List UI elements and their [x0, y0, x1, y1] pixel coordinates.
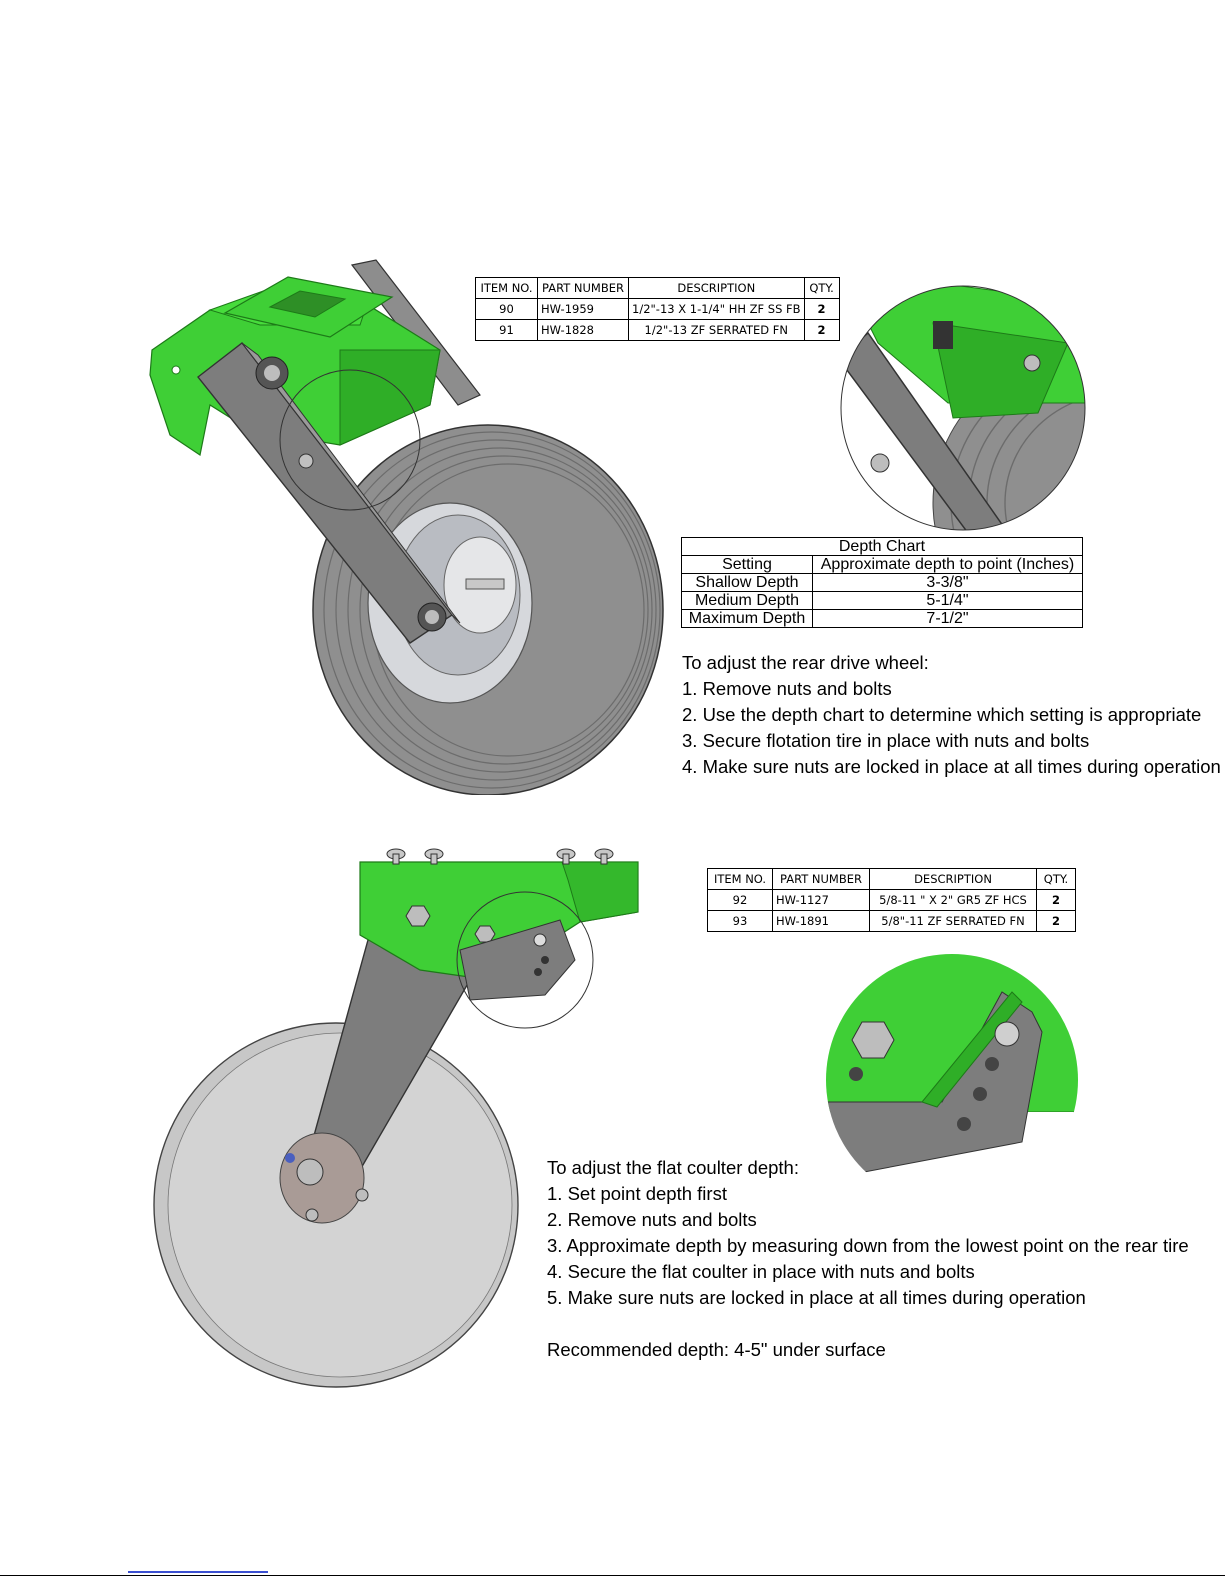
bom-table-bottom: ITEM NO. PART NUMBER DESCRIPTION QTY. 92… [707, 868, 1076, 932]
bom-table-top: ITEM NO. PART NUMBER DESCRIPTION QTY. 90… [475, 277, 840, 341]
detail-circle [279, 369, 421, 511]
table-row: 90 HW-1959 1/2"-13 X 1-1/4" HH ZF SS FB … [475, 298, 840, 320]
part-number: HW-1959 [537, 298, 629, 320]
instruction-step: 4. Secure the flat coulter in place with… [547, 1261, 975, 1282]
table-row: 93 HW-1891 5/8"-11 ZF SERRATED FN 2 [707, 910, 1076, 932]
instruction-step: 1. Remove nuts and bolts [682, 678, 892, 699]
part-number: HW-1828 [537, 319, 629, 341]
coulter-instructions: To adjust the flat coulter depth: 1. Set… [547, 1155, 1189, 1363]
description: 1/2"-13 ZF SERRATED FN [628, 319, 805, 341]
description: 1/2"-13 X 1-1/4" HH ZF SS FB [628, 298, 805, 320]
header-approx-depth: Approximate depth to point (Inches) [812, 555, 1083, 574]
table-row: Shallow Depth 3-3/8" [681, 573, 1083, 592]
instructions-heading: To adjust the flat coulter depth: [547, 1157, 799, 1178]
instruction-step: 5. Make sure nuts are locked in place at… [547, 1287, 1086, 1308]
recommended-depth: Recommended depth: 4-5" under surface [547, 1339, 886, 1360]
item-no: 90 [475, 298, 538, 320]
depth: 3-3/8" [812, 573, 1083, 592]
footer-divider [0, 1575, 1225, 1576]
instruction-step: 1. Set point depth first [547, 1183, 727, 1204]
item-no: 93 [707, 910, 773, 932]
description: 5/8-11 " X 2" GR5 ZF HCS [869, 889, 1037, 911]
item-no: 91 [475, 319, 538, 341]
header-description: DESCRIPTION [628, 277, 805, 299]
depth-chart-header-row: Setting Approximate depth to point (Inch… [681, 555, 1083, 574]
rear-wheel-illustration [149, 259, 664, 795]
header-item-no: ITEM NO. [707, 868, 773, 890]
instruction-step: 3. Approximate depth by measuring down f… [547, 1235, 1189, 1256]
table-row: Maximum Depth 7-1/2" [681, 609, 1083, 628]
hex-bolt [851, 1021, 895, 1059]
header-item-no: ITEM NO. [475, 277, 538, 299]
header-qty: QTY. [803, 277, 840, 299]
qty: 2 [1036, 910, 1076, 932]
header-setting: Setting [681, 555, 813, 574]
header-qty: QTY. [1036, 868, 1076, 890]
depth-chart-table: Depth Chart Setting Approximate depth to… [681, 537, 1083, 628]
rear-wheel-instructions: To adjust the rear drive wheel: 1. Remov… [682, 650, 1221, 780]
depth-chart-title: Depth Chart [681, 537, 1083, 556]
instruction-step: 3. Secure flotation tire in place with n… [682, 730, 1090, 751]
bom-header-row: ITEM NO. PART NUMBER DESCRIPTION QTY. [475, 277, 840, 299]
table-row: 92 HW-1127 5/8-11 " X 2" GR5 ZF HCS 2 [707, 889, 1076, 911]
item-no: 92 [707, 889, 773, 911]
carriage-bolts [386, 848, 614, 865]
rear-wheel-detail-view [840, 285, 1086, 531]
adjust-bolt [298, 453, 314, 469]
bom-header-row: ITEM NO. PART NUMBER DESCRIPTION QTY. [707, 868, 1076, 890]
coulter-illustration [153, 848, 639, 1388]
table-row: Medium Depth 5-1/4" [681, 591, 1083, 610]
detail-circle [456, 891, 594, 1029]
setting: Maximum Depth [681, 609, 813, 628]
description: 5/8"-11 ZF SERRATED FN [869, 910, 1037, 932]
coulter-detail-view [826, 954, 1078, 1180]
qty: 2 [803, 319, 840, 341]
part-number: HW-1127 [772, 889, 870, 911]
instruction-step: 2. Remove nuts and bolts [547, 1209, 757, 1230]
qty: 2 [1036, 889, 1076, 911]
setting: Medium Depth [681, 591, 813, 610]
footer-link-underline[interactable] [128, 1571, 268, 1573]
setting: Shallow Depth [681, 573, 813, 592]
table-row: 91 HW-1828 1/2"-13 ZF SERRATED FN 2 [475, 319, 840, 341]
qty: 2 [803, 298, 840, 320]
depth: 7-1/2" [812, 609, 1083, 628]
depth: 5-1/4" [812, 591, 1083, 610]
header-part-number: PART NUMBER [537, 277, 629, 299]
instructions-heading: To adjust the rear drive wheel: [682, 652, 929, 673]
header-part-number: PART NUMBER [772, 868, 870, 890]
hex-bolt [474, 925, 496, 943]
header-description: DESCRIPTION [869, 868, 1037, 890]
instruction-step: 2. Use the depth chart to determine whic… [682, 704, 1202, 725]
instruction-step: 4. Make sure nuts are locked in place at… [682, 756, 1221, 777]
part-number: HW-1891 [772, 910, 870, 932]
hex-bolt [405, 905, 431, 927]
